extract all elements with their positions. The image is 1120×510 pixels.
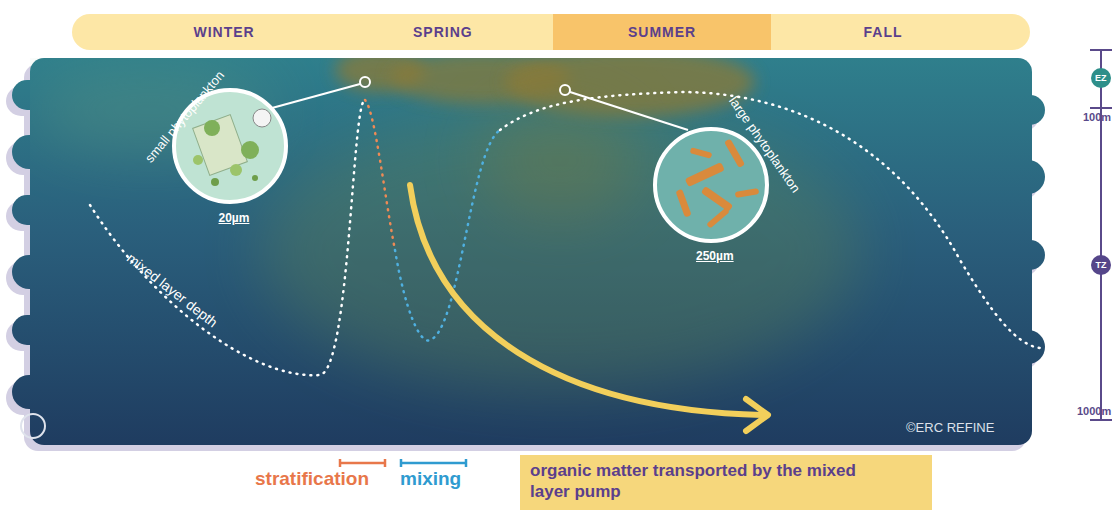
legend-swatch: organic matter transported by the mixed …: [520, 455, 932, 510]
scale-size: 20µm: [219, 211, 250, 225]
zone-name: TZ: [1096, 260, 1107, 270]
legend-text: mixing: [400, 468, 461, 490]
legend-text: stratification: [255, 468, 369, 490]
season-name: SPRING: [413, 24, 473, 40]
season-band: WINTER: [115, 14, 333, 50]
plankton-circle: small phytoplankton20µm: [172, 88, 288, 204]
season-band: SUMMER: [553, 14, 771, 50]
zone-name: EZ: [1095, 73, 1107, 83]
depth-tick: 1000m: [1077, 405, 1111, 417]
season-band: SPRING: [333, 14, 553, 50]
depth-tick: 100m: [1083, 111, 1111, 123]
zone-badge: EZ: [1091, 68, 1111, 88]
watermark: ©ERC REFINE: [906, 420, 994, 435]
plankton-circle: large phytoplankton250µm: [653, 127, 769, 243]
season-name: FALL: [864, 24, 903, 40]
zone-badge: TZ: [1091, 255, 1111, 275]
season-name: WINTER: [194, 24, 255, 40]
legend-text: organic matter transported by the mixed …: [520, 455, 860, 502]
scale-size: 250µm: [696, 249, 734, 263]
season-band: FALL: [771, 14, 995, 50]
season-name: SUMMER: [628, 24, 696, 40]
